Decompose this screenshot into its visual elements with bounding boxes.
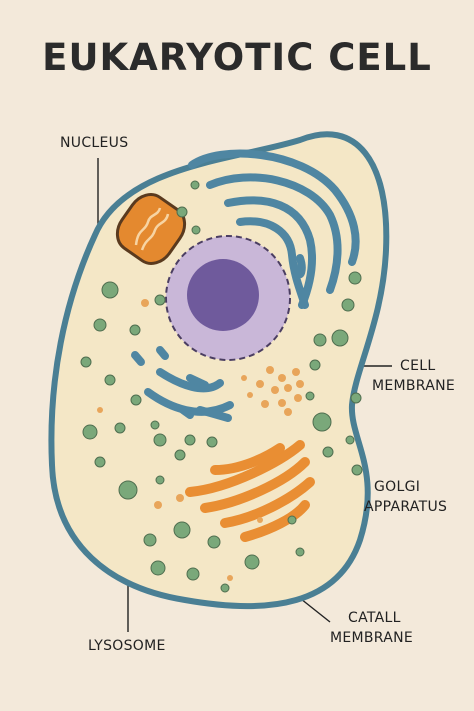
cell-membrane [48, 131, 390, 610]
vesicle-dot [313, 333, 327, 347]
vesicle-dot [305, 391, 315, 401]
vesicle-dot [244, 554, 260, 570]
vesicle-dot [190, 180, 200, 190]
vesicle-dot [331, 329, 349, 347]
vesicle-dot [186, 567, 200, 581]
vesicle-dot [150, 420, 160, 430]
granule-dot [266, 366, 274, 374]
granule-dot [141, 299, 149, 307]
vesicle-dot [206, 436, 218, 448]
granule-dot [176, 494, 184, 502]
vesicle-dot [150, 560, 166, 576]
vesicle-dot [348, 271, 362, 285]
vesicle-dot [350, 392, 362, 404]
granule-dot [241, 375, 247, 381]
vesicle-dot [351, 464, 363, 476]
vesicle-dot [143, 533, 157, 547]
vesicle-dot [155, 475, 165, 485]
vesicle-dot [176, 206, 188, 218]
golgi-apparatus [185, 440, 315, 542]
diagram-title: EUKARYOTIC CELL [42, 36, 432, 79]
granule-dot [97, 407, 103, 413]
vesicle-dot [312, 412, 332, 432]
granules [97, 299, 304, 581]
vesicle-dot [309, 359, 321, 371]
vesicle-dot [80, 356, 92, 368]
vesicle-dot [174, 449, 186, 461]
nucleus [165, 235, 291, 361]
vesicle-dot [101, 281, 119, 299]
label-golgi-line1: GOLGI [374, 479, 421, 495]
granule-dot [271, 386, 279, 394]
granule-dot [294, 394, 302, 402]
nucleolus [187, 259, 259, 331]
label-lysosome-text: LYSOSOME [88, 638, 166, 654]
mitochondrion [115, 193, 187, 265]
vesicle-dot [82, 424, 98, 440]
granule-dot [278, 399, 286, 407]
label-catall-line1: CATALL [348, 610, 401, 626]
granule-dot [292, 368, 300, 376]
vesicle-dot [207, 535, 221, 549]
vesicle-dot [191, 225, 201, 235]
granule-dot [247, 392, 253, 398]
label-golgi-apparatus: GOLGI APPARATUS [364, 477, 447, 517]
vesicle-dot [153, 433, 167, 447]
vesicle-dot [93, 318, 107, 332]
vesicle-dot [154, 294, 166, 306]
granule-dot [278, 374, 286, 382]
label-nucleus: NUCLEUS [60, 133, 128, 153]
vesicle-dot [184, 434, 196, 446]
vesicle-dot [129, 324, 141, 336]
granule-dot [261, 400, 269, 408]
label-cell-membrane: CELL MEMBRANE [372, 356, 455, 396]
granule-dot [284, 384, 292, 392]
vesicle-dot [341, 298, 355, 312]
vesicle-dot [94, 456, 106, 468]
granule-dot [284, 408, 292, 416]
vesicle-dot [173, 521, 191, 539]
vesicles [80, 180, 363, 593]
vesicle-dot [287, 515, 297, 525]
label-nucleus-text: NUCLEUS [60, 135, 129, 151]
granule-dot [227, 575, 233, 581]
label-lysosome: LYSOSOME [88, 636, 166, 656]
vesicle-dot [118, 480, 138, 500]
vesicle-dot [322, 446, 334, 458]
vesicle-dot [104, 374, 116, 386]
vesicle-dot [345, 435, 355, 445]
vesicle-dot [130, 394, 142, 406]
granule-dot [296, 380, 304, 388]
endoplasmic-reticulum [131, 149, 360, 422]
granule-dot [257, 517, 263, 523]
label-cell-membrane-line1: CELL [400, 358, 436, 374]
vesicle-dot [295, 547, 305, 557]
label-cell-membrane-line2: MEMBRANE [372, 378, 456, 394]
vesicle-dot [220, 583, 230, 593]
label-catall-membrane: CATALL MEMBRANE [330, 608, 413, 648]
granule-dot [256, 380, 264, 388]
vesicle-dot [114, 422, 126, 434]
granule-dot [154, 501, 162, 509]
label-golgi-line2: APPARATUS [364, 499, 448, 515]
label-catall-line2: MEMBRANE [330, 630, 414, 646]
